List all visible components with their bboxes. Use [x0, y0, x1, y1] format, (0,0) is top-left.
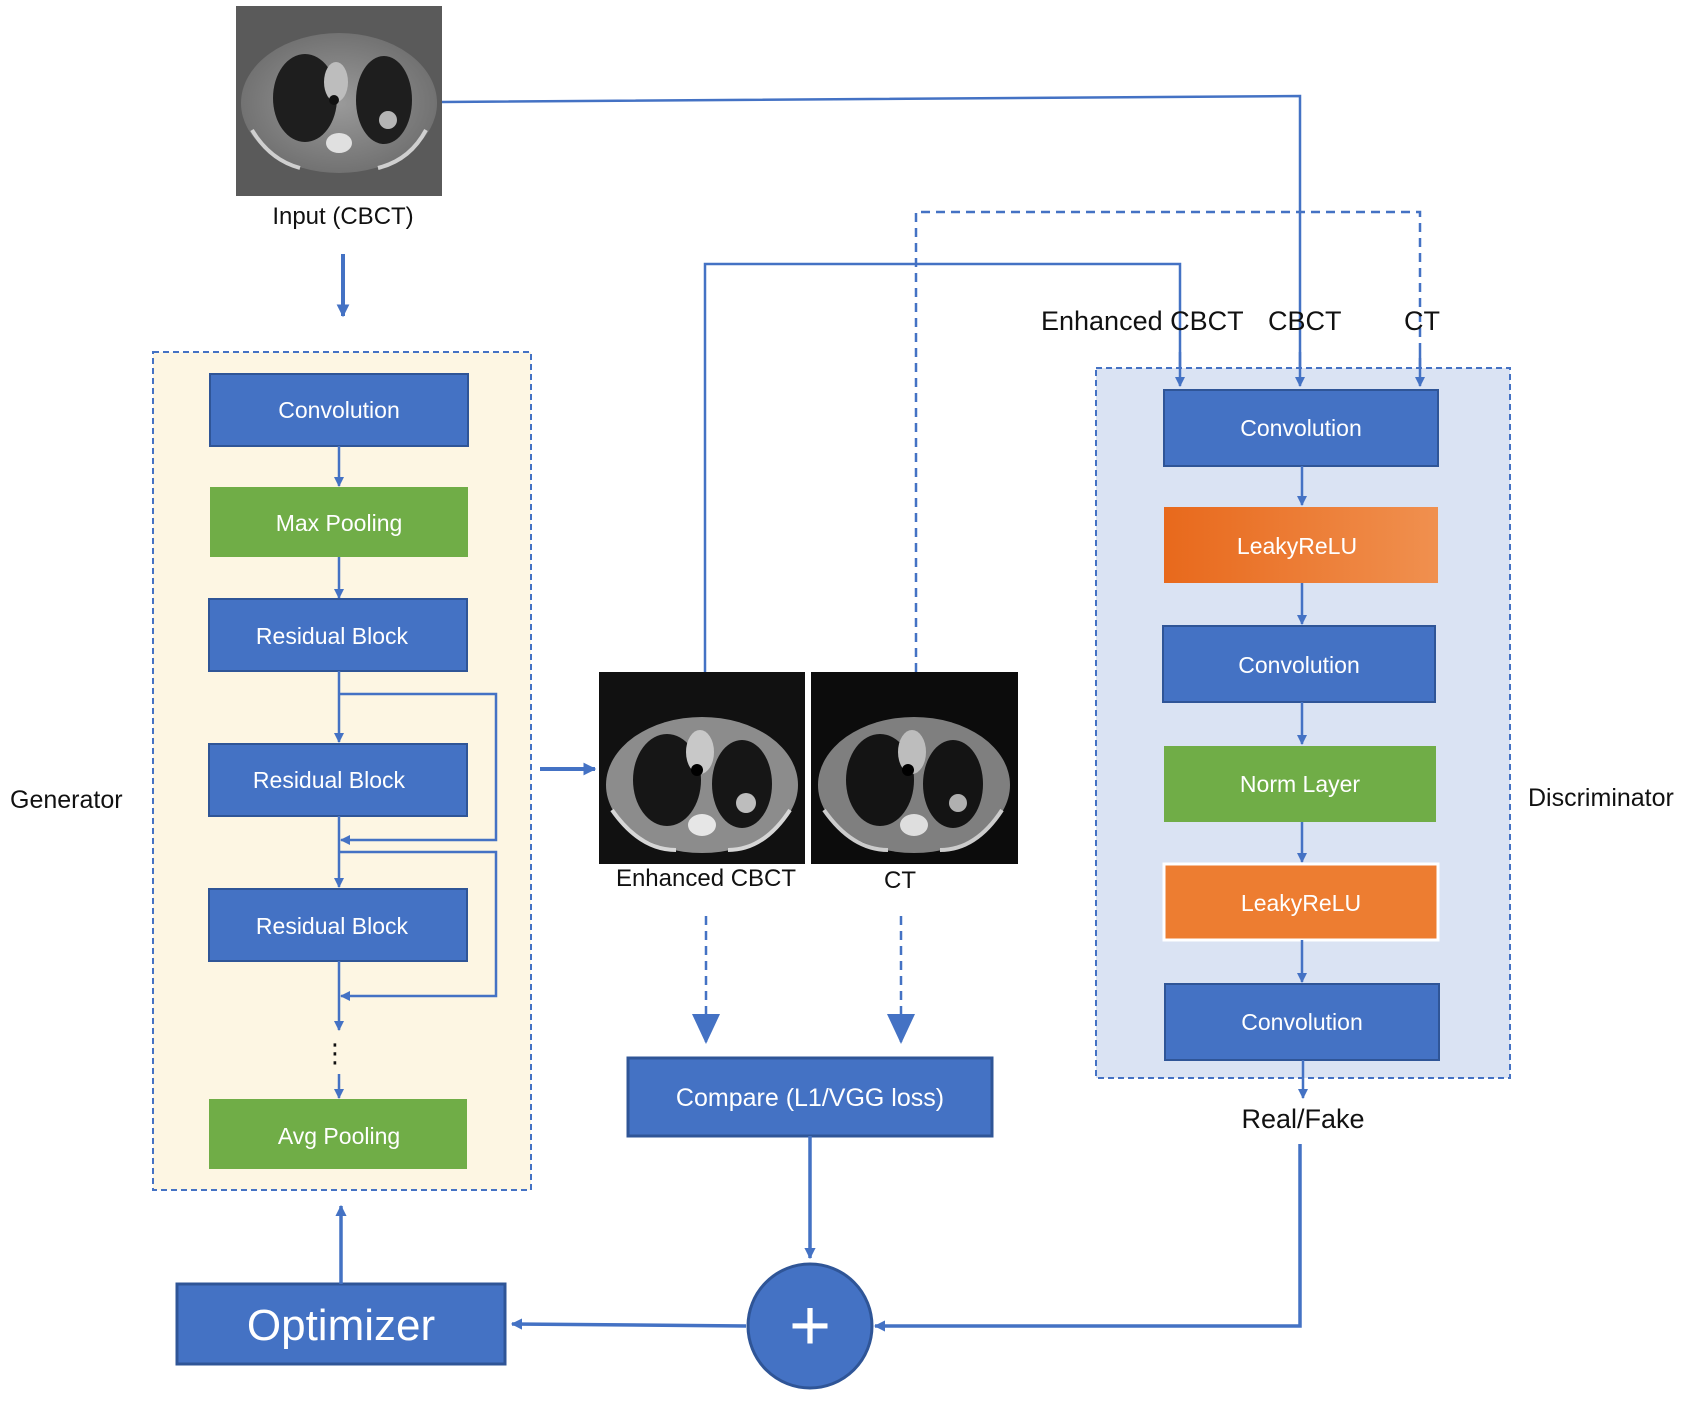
generator-residual-block-3: Residual Block	[208, 888, 468, 962]
ct-label: CT	[884, 867, 916, 894]
cbct-to-discriminator-line	[441, 94, 1305, 385]
block-label: Convolution	[1241, 1009, 1362, 1035]
generator-residual-block-2: Residual Block	[208, 743, 468, 817]
input-image-label: Input (CBCT)	[272, 203, 413, 230]
disc-input-cbct-label: CBCT	[1268, 306, 1342, 336]
sum-to-optimizer-arrow	[510, 1318, 747, 1330]
generator-avg-pooling-block: Avg Pooling	[209, 1099, 467, 1169]
block-label: LeakyReLU	[1237, 533, 1357, 559]
real-fake-label: Real/Fake	[1241, 1104, 1364, 1134]
generator-label: Generator	[10, 786, 123, 814]
optimizer-label: Optimizer	[247, 1301, 435, 1350]
compare-label: Compare (L1/VGG loss)	[676, 1084, 944, 1112]
disc-convolution-block-3: Convolution	[1164, 983, 1440, 1061]
disc-norm-layer-block: Norm Layer	[1164, 746, 1436, 822]
disc-convolution-block-2: Convolution	[1162, 625, 1436, 703]
block-label: Max Pooling	[276, 510, 403, 536]
enhanced-cbct-image	[599, 672, 805, 864]
generator-residual-block-1: Residual Block	[208, 598, 468, 672]
block-label: Residual Block	[256, 913, 409, 939]
disc-input-ct-label: CT	[1404, 306, 1440, 336]
ct-to-discriminator-line	[914, 210, 1425, 672]
ellipsis-icon: ⋮	[322, 1038, 348, 1068]
input-cbct-image	[236, 6, 442, 196]
sum-node: +	[746, 1262, 874, 1390]
disc-input-enhanced-label: Enhanced CBCT	[1041, 306, 1244, 336]
enhanced-cbct-label: Enhanced CBCT	[616, 865, 796, 892]
block-label: Convolution	[1240, 415, 1361, 441]
disc-leakyrelu-block-2: LeakyReLU	[1162, 862, 1440, 942]
block-label: Norm Layer	[1240, 771, 1360, 797]
disc-convolution-block-1: Convolution	[1163, 389, 1439, 467]
generator-convolution-block: Convolution	[209, 373, 469, 447]
optimizer-block: Optimizer	[175, 1282, 507, 1366]
skip-connection-1	[339, 692, 498, 845]
generator-max-pooling-block: Max Pooling	[210, 487, 468, 557]
compare-loss-block: Compare (L1/VGG loss)	[626, 1056, 994, 1138]
discriminator-to-sum-arrow	[873, 1144, 1302, 1332]
block-label: Residual Block	[256, 623, 409, 649]
disc-leakyrelu-block-1: LeakyReLU	[1164, 507, 1438, 583]
skip-connection-2	[339, 850, 498, 1001]
enhanced-to-discriminator-line	[703, 262, 1185, 672]
block-label: LeakyReLU	[1241, 890, 1361, 916]
discriminator-label: Discriminator	[1528, 784, 1674, 812]
block-label: Convolution	[278, 397, 399, 423]
block-label: Residual Block	[253, 767, 406, 793]
arrowhead-icon	[692, 1014, 720, 1044]
block-label: Convolution	[1238, 652, 1359, 678]
block-label: Avg Pooling	[278, 1123, 400, 1149]
arrowhead-icon	[887, 1014, 915, 1044]
ct-image	[811, 672, 1018, 864]
plus-icon: +	[789, 1286, 831, 1366]
